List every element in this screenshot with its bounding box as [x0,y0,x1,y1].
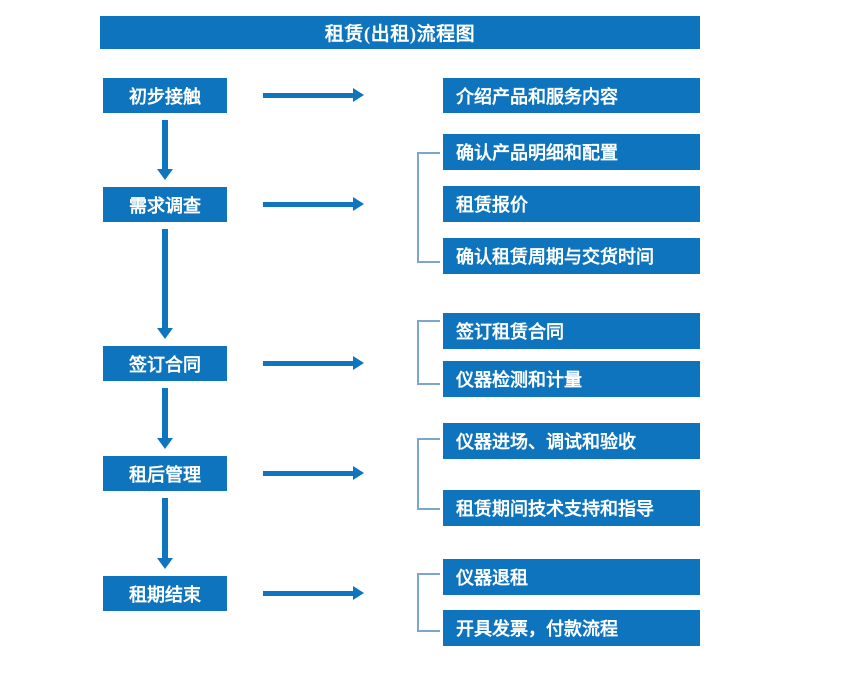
detail-box-sign-rental-contract[interactable]: 签订租赁合同 [443,313,700,349]
stage-box-sign-contract[interactable]: 签订合同 [103,346,227,381]
stage-box-demand-survey[interactable]: 需求调查 [103,187,227,222]
stage-box-initial-contact[interactable]: 初步接触 [103,78,227,113]
detail-box-technical-support-guidance[interactable]: 租赁期间技术支持和指导 [443,490,700,526]
detail-box-invoice-payment-process[interactable]: 开具发票，付款流程 [443,610,700,646]
horizontal-arrow-2 [263,197,364,211]
vertical-arrow-2 [157,229,173,339]
group-bracket-demand-survey [417,152,440,263]
horizontal-arrow-5 [263,586,364,600]
stage-box-rental-end[interactable]: 租期结束 [103,576,227,611]
detail-box-confirm-rental-period-delivery[interactable]: 确认租赁周期与交货时间 [443,238,700,274]
vertical-arrow-4 [157,498,173,569]
vertical-arrow-3 [157,388,173,449]
diagram-title: 租赁(出租)流程图 [100,16,700,49]
group-bracket-rental-end [417,573,440,632]
detail-box-instrument-entry-debug-acceptance[interactable]: 仪器进场、调试和验收 [443,423,700,459]
detail-box-introduce-products-services[interactable]: 介绍产品和服务内容 [443,78,700,113]
group-bracket-post-rental-management [417,438,440,510]
detail-box-instrument-inspection-measurement[interactable]: 仪器检测和计量 [443,361,700,397]
horizontal-arrow-1 [263,88,364,102]
horizontal-arrow-3 [263,356,364,370]
group-bracket-sign-contract [417,320,440,385]
horizontal-arrow-4 [263,466,364,480]
stage-box-post-rental-management[interactable]: 租后管理 [103,456,227,491]
detail-box-confirm-product-details[interactable]: 确认产品明细和配置 [443,134,700,170]
detail-box-instrument-return[interactable]: 仪器退租 [443,559,700,595]
detail-box-rental-quotation[interactable]: 租赁报价 [443,186,700,222]
vertical-arrow-1 [157,120,173,180]
